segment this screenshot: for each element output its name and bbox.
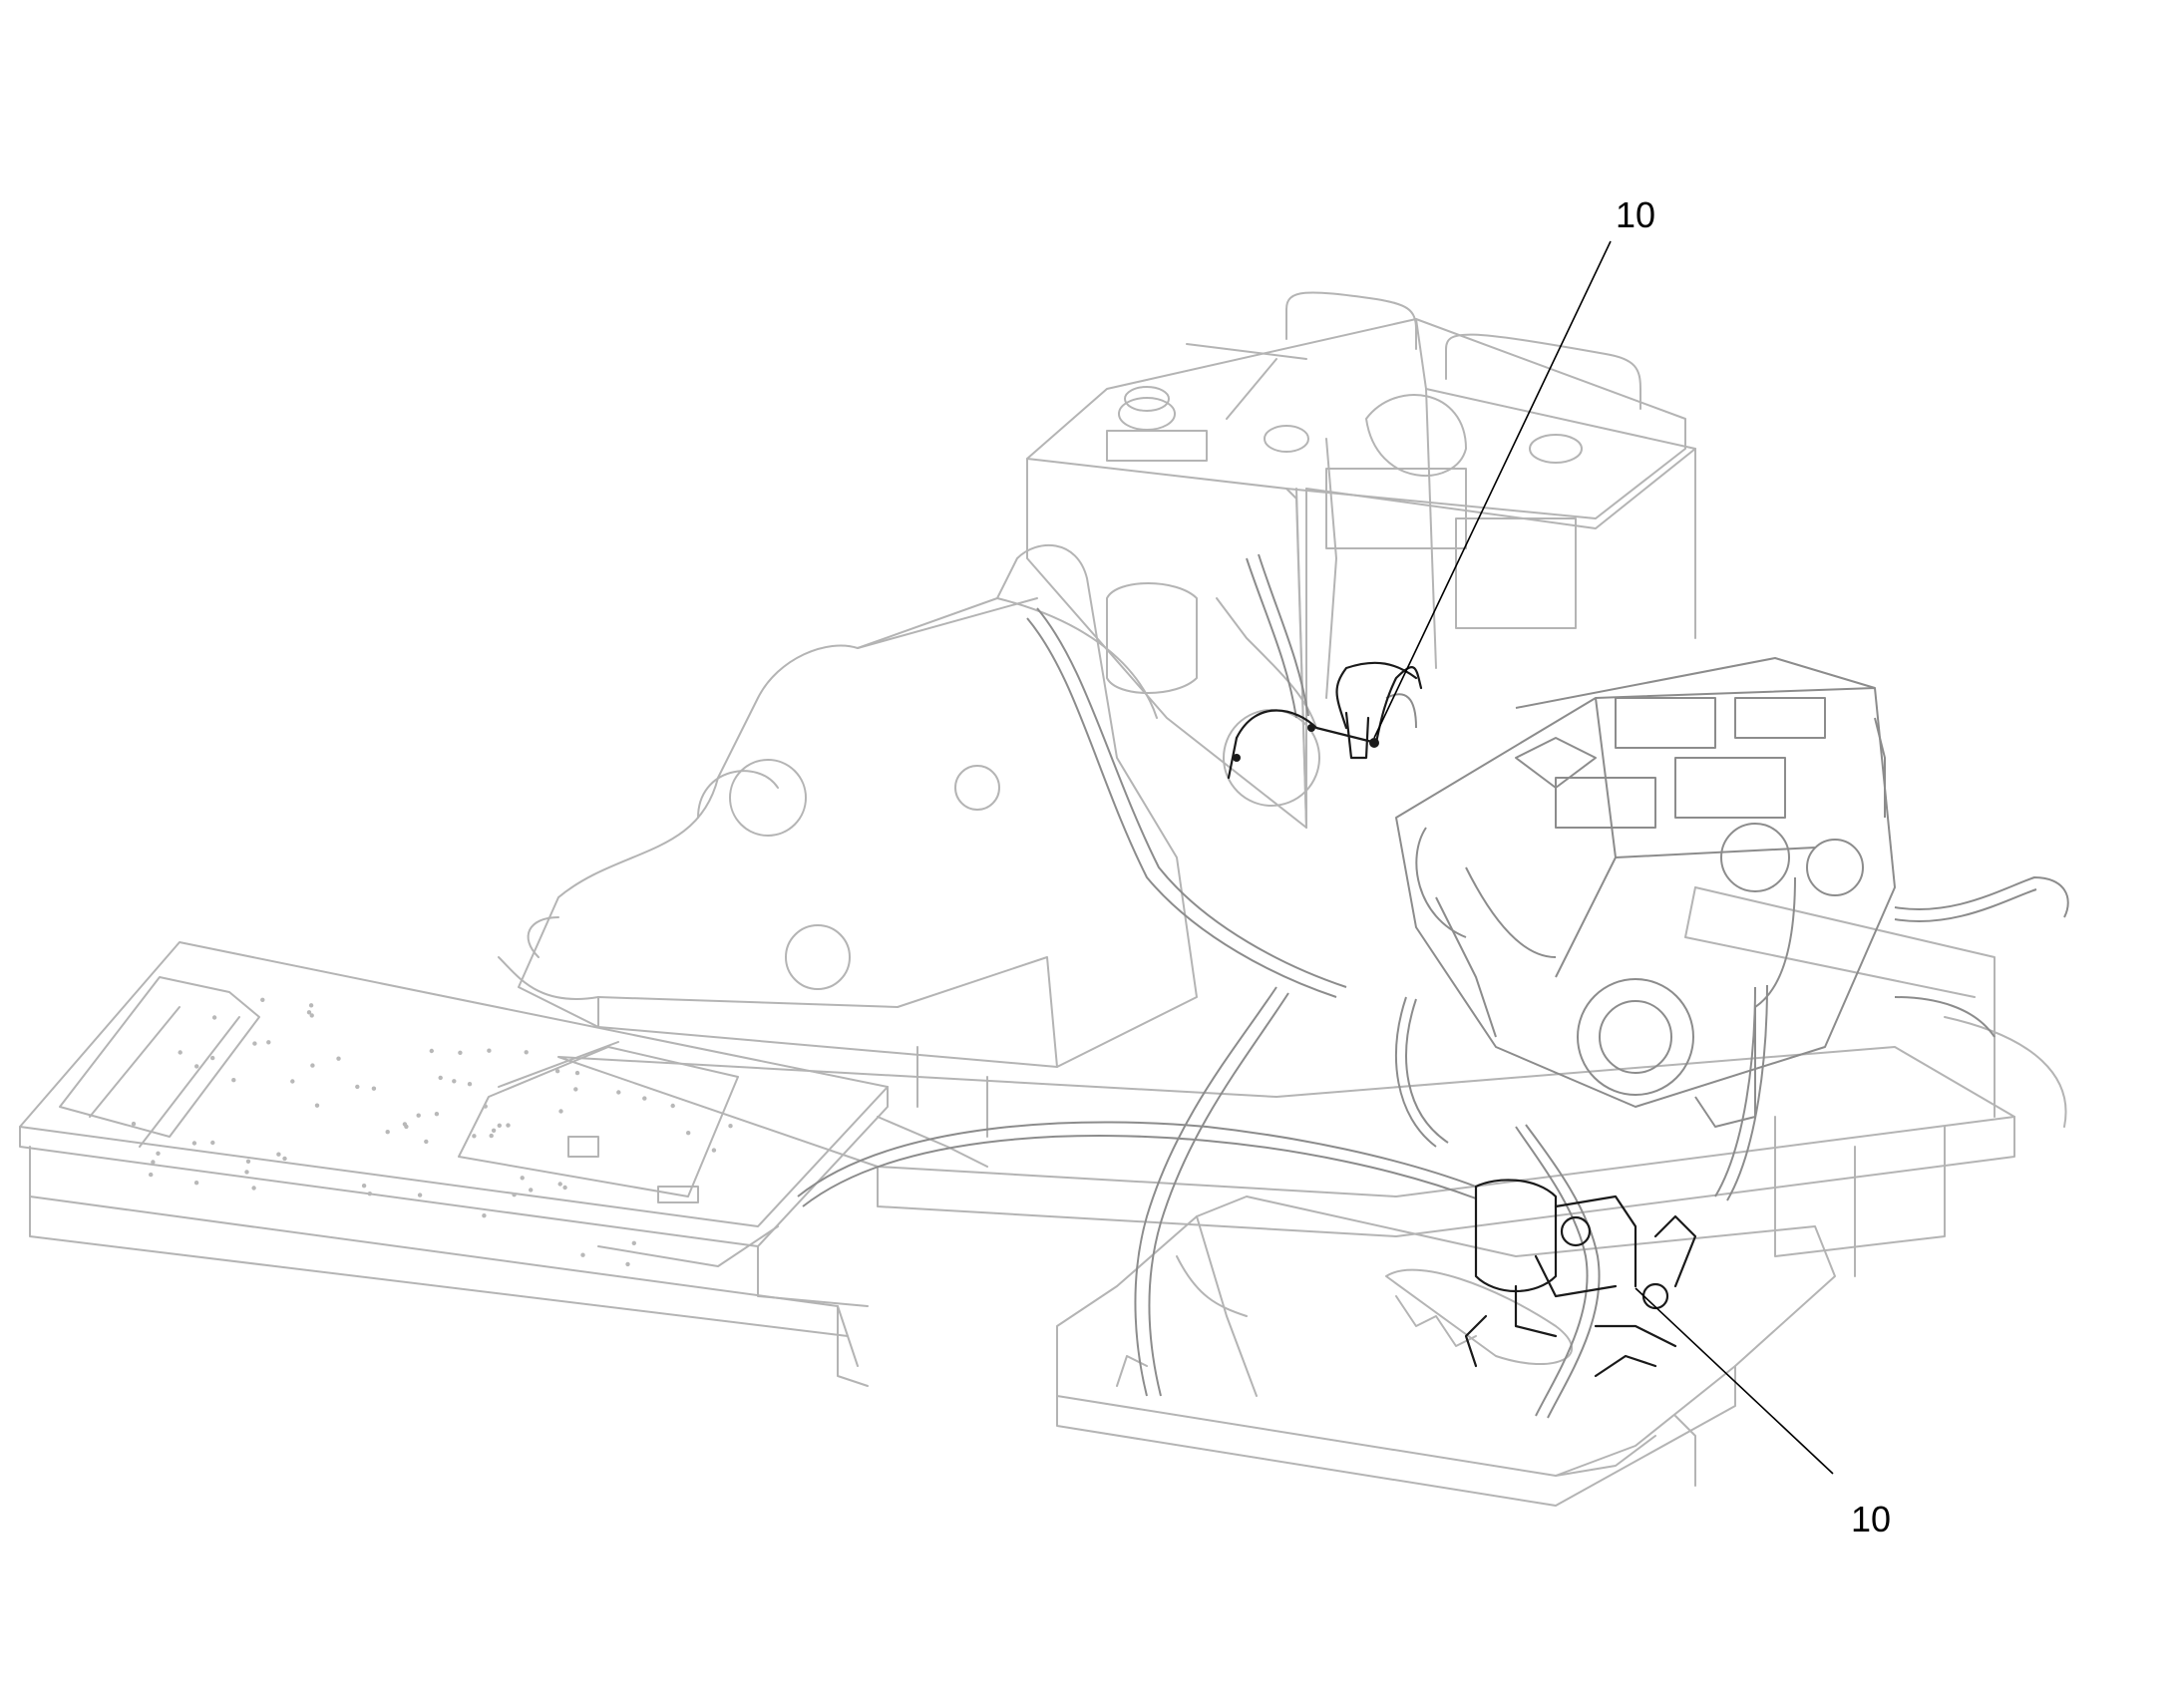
rivet-dot [251, 1186, 256, 1191]
rivet-dot [554, 1069, 560, 1074]
rivet-dot [458, 1050, 463, 1056]
highlighted-harness-upper [1227, 661, 1423, 780]
rivet-dot [402, 1122, 408, 1127]
rivet-dot [266, 1040, 271, 1045]
rivet-dot [191, 1141, 197, 1146]
rivet-dot [156, 1151, 161, 1157]
rivet-dot [711, 1148, 717, 1153]
rivet-dot [642, 1096, 647, 1101]
callout-leader-line-bottom [1635, 1287, 1834, 1475]
engine-block [1395, 657, 1896, 1128]
rivet-dot [728, 1124, 733, 1129]
rivet-dot [429, 1048, 434, 1054]
rivet-dot [193, 1181, 199, 1186]
rivet-dot [149, 1172, 154, 1178]
rivet-dot [282, 1156, 287, 1162]
rivet-dot [245, 1159, 251, 1165]
rivet-dot [385, 1130, 390, 1135]
callout-label-bottom: 10 [1851, 1499, 1891, 1539]
rivet-dot [487, 1048, 492, 1053]
rivet-dot [506, 1123, 511, 1128]
rivet-dot [416, 1113, 421, 1118]
rivet-dot [424, 1139, 429, 1145]
rivet-dot [308, 1003, 314, 1008]
lower-compartment [1056, 1196, 1836, 1507]
rivet-dot [417, 1193, 423, 1197]
rivet-dot [178, 1050, 182, 1055]
rivet-dot [276, 1152, 281, 1157]
rivet-dot [512, 1193, 517, 1197]
rivet-dot [670, 1103, 675, 1109]
rivet-dot [573, 1087, 578, 1092]
rivet-dot [557, 1182, 562, 1187]
tank-assembly [1026, 291, 1696, 829]
rivet-dot [497, 1123, 502, 1129]
rivet-dot [452, 1079, 457, 1084]
rivet-dot [194, 1064, 199, 1069]
rivet-dot [580, 1252, 585, 1257]
rivet-dot [371, 1086, 377, 1091]
rivet-dot [210, 1055, 215, 1061]
rivet-dot [625, 1261, 630, 1267]
rivet-dot [355, 1084, 360, 1090]
rivet-dot [367, 1192, 372, 1196]
rivet-dot [491, 1128, 497, 1134]
rivet-dot [151, 1160, 156, 1165]
boom-mount [498, 544, 1198, 1068]
rivet-dot [260, 997, 265, 1002]
rivet-dot [131, 1121, 137, 1127]
left-floor-platform [19, 941, 988, 1387]
rivet-dot [306, 1010, 312, 1015]
rivet-dot [244, 1170, 249, 1175]
rivet-dot [631, 1240, 636, 1246]
rivet-dot [467, 1082, 473, 1087]
rivet-dot [314, 1103, 320, 1108]
rivet-dot [336, 1056, 341, 1061]
callout-10-bottom: 10 [1635, 1287, 1891, 1539]
rivet-dot [616, 1090, 621, 1095]
rivet-dot [574, 1070, 580, 1076]
rivet-dot [520, 1176, 525, 1181]
callout-label-top: 10 [1616, 194, 1655, 235]
rivet-dot [252, 1041, 257, 1046]
rivet-dot [438, 1075, 443, 1081]
rivet-dot [558, 1109, 563, 1114]
rivet-dot [472, 1134, 477, 1139]
rivet-dot [524, 1050, 529, 1055]
rivet-dot [434, 1112, 440, 1117]
rivet-dot [489, 1133, 494, 1139]
rivet-dot [529, 1188, 534, 1193]
rivet-dot [562, 1185, 567, 1191]
rivet-dot [211, 1015, 217, 1020]
rivet-dot [290, 1079, 295, 1084]
rivet-dot [231, 1078, 236, 1083]
rivet-dot [310, 1063, 315, 1068]
hose-routing [797, 553, 2069, 1419]
rivet-dot [482, 1213, 487, 1218]
rivet-dot [686, 1131, 691, 1136]
rivet-dot [210, 1140, 215, 1146]
rivet-dot [309, 1013, 314, 1018]
rivet-dot [483, 1104, 488, 1109]
rivet-dot [361, 1184, 367, 1189]
callout-10-top: 10 [1373, 194, 1655, 739]
platform-rivets [131, 997, 733, 1267]
callout-leader-line-top [1373, 240, 1612, 739]
